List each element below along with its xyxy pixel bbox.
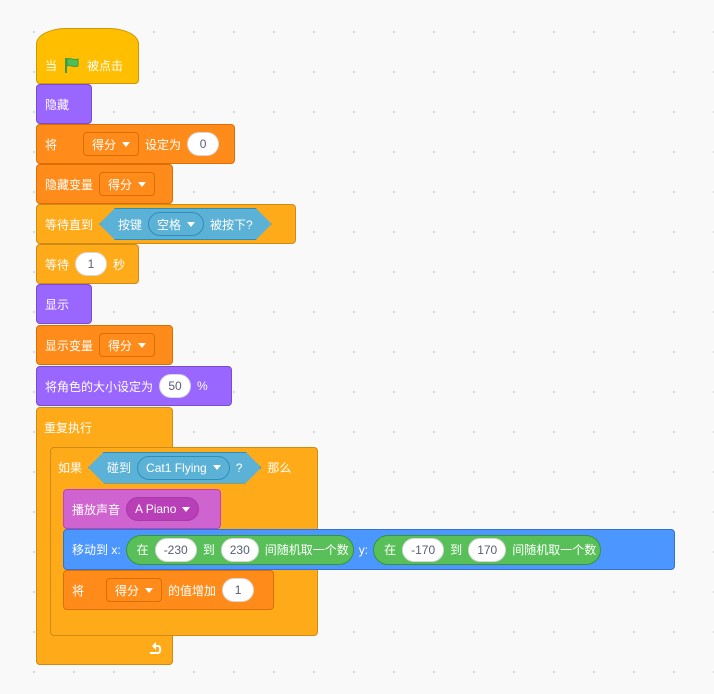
sound-name: A Piano — [135, 502, 177, 516]
variable-dropdown[interactable]: 得分 — [83, 132, 140, 156]
set-size-prefix: 将角色的大小设定为 — [45, 379, 154, 394]
random-x-to-input[interactable]: 230 — [220, 537, 259, 562]
key-pressed-prefix: 按键 — [118, 217, 143, 232]
key-dropdown[interactable]: 空格 — [148, 212, 204, 236]
variable-name: 得分 — [108, 177, 133, 192]
if-suffix: 那么 — [267, 461, 292, 475]
wait-seconds-input[interactable]: 1 — [75, 252, 108, 276]
goto-label: 移动到 x: — [72, 543, 121, 557]
dropdown-arrow-icon — [187, 222, 195, 227]
set-size-suffix: % — [197, 379, 208, 393]
random-y-reporter[interactable]: 在 -170 到 170 间随机取一个数 — [373, 534, 602, 565]
variable-dropdown[interactable]: 得分 — [99, 333, 156, 357]
change-variable-block[interactable]: 将 得分 的值增加 1 — [63, 570, 274, 610]
set-var-value-input[interactable]: 0 — [187, 132, 220, 156]
set-variable-block[interactable]: 将 得分 设定为 0 — [36, 124, 235, 164]
hide-var-label: 隐藏变量 — [45, 177, 94, 192]
dropdown-arrow-icon — [122, 141, 131, 147]
hide-label: 隐藏 — [45, 97, 70, 112]
set-var-prefix: 将 — [45, 137, 58, 152]
goto-y-label: y: — [358, 542, 369, 557]
green-flag-icon — [63, 56, 81, 74]
random-x-mid: 到 — [202, 543, 215, 557]
forever-label: 重复执行 — [44, 420, 93, 435]
touching-target: Cat1 Flying — [146, 460, 207, 475]
hide-variable-block[interactable]: 隐藏变量 得分 — [36, 164, 173, 204]
change-var-middle: 的值增加 — [168, 583, 217, 598]
show-label: 显示 — [45, 297, 70, 312]
random-x-post: 间随机取一个数 — [264, 543, 349, 557]
change-var-prefix: 将 — [72, 583, 85, 598]
random-x-pre: 在 — [136, 543, 149, 557]
dropdown-arrow-icon — [213, 465, 221, 470]
change-var-value-input[interactable]: 1 — [222, 578, 255, 602]
dropdown-arrow-icon — [145, 587, 154, 593]
dropdown-arrow-icon — [138, 181, 147, 187]
random-y-post: 间随机取一个数 — [512, 543, 597, 557]
random-y-from-input[interactable]: -170 — [402, 537, 445, 562]
loop-arrow-icon — [148, 642, 164, 659]
variable-dropdown[interactable]: 得分 — [99, 172, 156, 196]
if-prefix: 如果 — [58, 461, 83, 475]
play-sound-label: 播放声音 — [72, 502, 121, 517]
sound-dropdown[interactable]: A Piano — [126, 497, 200, 521]
key-name: 空格 — [157, 217, 182, 232]
show-block[interactable]: 显示 — [36, 284, 92, 324]
touching-condition[interactable]: 碰到 Cat1 Flying ? — [88, 452, 261, 484]
set-var-middle: 设定为 — [145, 137, 182, 152]
show-var-label: 显示变量 — [45, 338, 94, 353]
play-sound-block[interactable]: 播放声音 A Piano — [63, 489, 221, 529]
random-y-mid: 到 — [450, 543, 463, 557]
wait-until-block[interactable]: 等待直到 按键 空格 被按下? — [36, 204, 296, 244]
show-variable-block[interactable]: 显示变量 得分 — [36, 325, 173, 365]
go-to-xy-block[interactable]: 移动到 x: 在 -230 到 230 间随机取一个数 y: 在 -170 到 … — [63, 529, 675, 570]
random-y-to-input[interactable]: 170 — [468, 537, 507, 562]
key-pressed-condition[interactable]: 按键 空格 被按下? — [99, 208, 272, 240]
set-size-block[interactable]: 将角色的大小设定为 50 % — [36, 366, 232, 406]
wait-suffix: 秒 — [113, 257, 126, 272]
random-x-from-input[interactable]: -230 — [154, 537, 197, 562]
size-input[interactable]: 50 — [159, 374, 192, 398]
wait-until-label: 等待直到 — [45, 217, 94, 232]
hide-block[interactable]: 隐藏 — [36, 84, 92, 124]
hat-prefix: 当 — [45, 59, 58, 73]
dropdown-arrow-icon — [182, 506, 191, 512]
variable-dropdown[interactable]: 得分 — [106, 578, 163, 602]
touching-suffix: ? — [235, 460, 243, 475]
forever-label-row: 重复执行 — [36, 407, 92, 447]
variable-name: 得分 — [92, 137, 117, 152]
variable-name: 得分 — [108, 338, 133, 353]
dropdown-arrow-icon — [138, 342, 147, 348]
wait-seconds-block[interactable]: 等待 1 秒 — [36, 244, 139, 284]
touching-prefix: 碰到 — [107, 461, 132, 475]
variable-name: 得分 — [115, 583, 140, 598]
random-x-reporter[interactable]: 在 -230 到 230 间随机取一个数 — [125, 534, 354, 565]
if-header-row: 如果 碰到 Cat1 Flying ? 那么 — [50, 447, 291, 488]
random-y-pre: 在 — [384, 543, 397, 557]
wait-prefix: 等待 — [45, 257, 70, 272]
when-flag-clicked-block[interactable]: 当 被点击 — [36, 28, 139, 84]
hat-suffix: 被点击 — [87, 59, 124, 73]
touching-target-dropdown[interactable]: Cat1 Flying — [137, 456, 230, 480]
key-pressed-suffix: 被按下? — [210, 217, 253, 232]
